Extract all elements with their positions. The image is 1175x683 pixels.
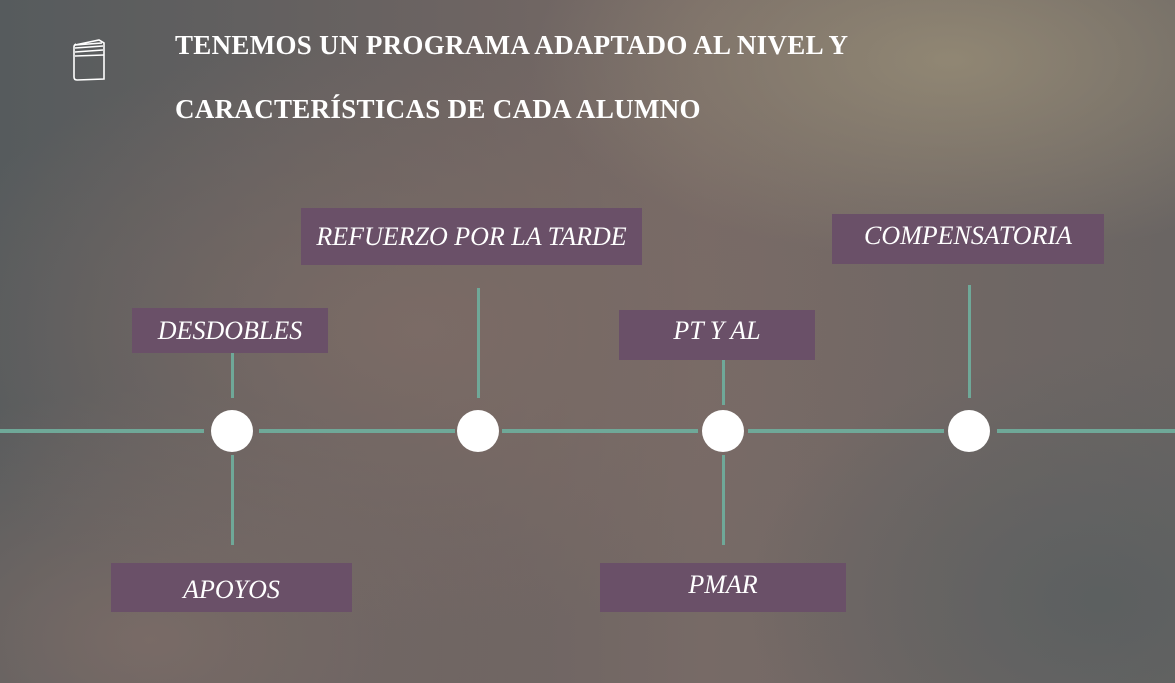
timeline-node: [948, 410, 990, 452]
timeline-line: [748, 429, 944, 433]
timeline-line: [0, 429, 204, 433]
label-compensatoria: COMPENSATORIA: [832, 214, 1104, 264]
connector-line: [968, 285, 971, 398]
timeline-node: [457, 410, 499, 452]
timeline-node: [702, 410, 744, 452]
label-desdobles: DESDOBLES: [132, 308, 328, 353]
connector-line: [231, 455, 234, 545]
timeline-line: [502, 429, 698, 433]
label-apoyos: APOYOS: [111, 563, 352, 612]
slide-title-line-2: CARACTERÍSTICAS DE CADA ALUMNO: [175, 94, 701, 124]
timeline-line: [997, 429, 1175, 433]
connector-line: [722, 455, 725, 545]
slide-title-line-1: TENEMOS UN PROGRAMA ADAPTADO AL NIVEL Y: [175, 30, 849, 60]
label-pt-y-al: PT Y AL: [619, 310, 815, 360]
label-refuerzo-por-la-tarde: REFUERZO POR LA TARDE: [301, 208, 642, 265]
label-pmar: PMAR: [600, 563, 846, 612]
timeline-node: [211, 410, 253, 452]
connector-line: [477, 288, 480, 398]
timeline-line: [259, 429, 455, 433]
connector-line: [722, 360, 725, 405]
connector-line: [231, 353, 234, 398]
book-icon: [72, 37, 108, 83]
